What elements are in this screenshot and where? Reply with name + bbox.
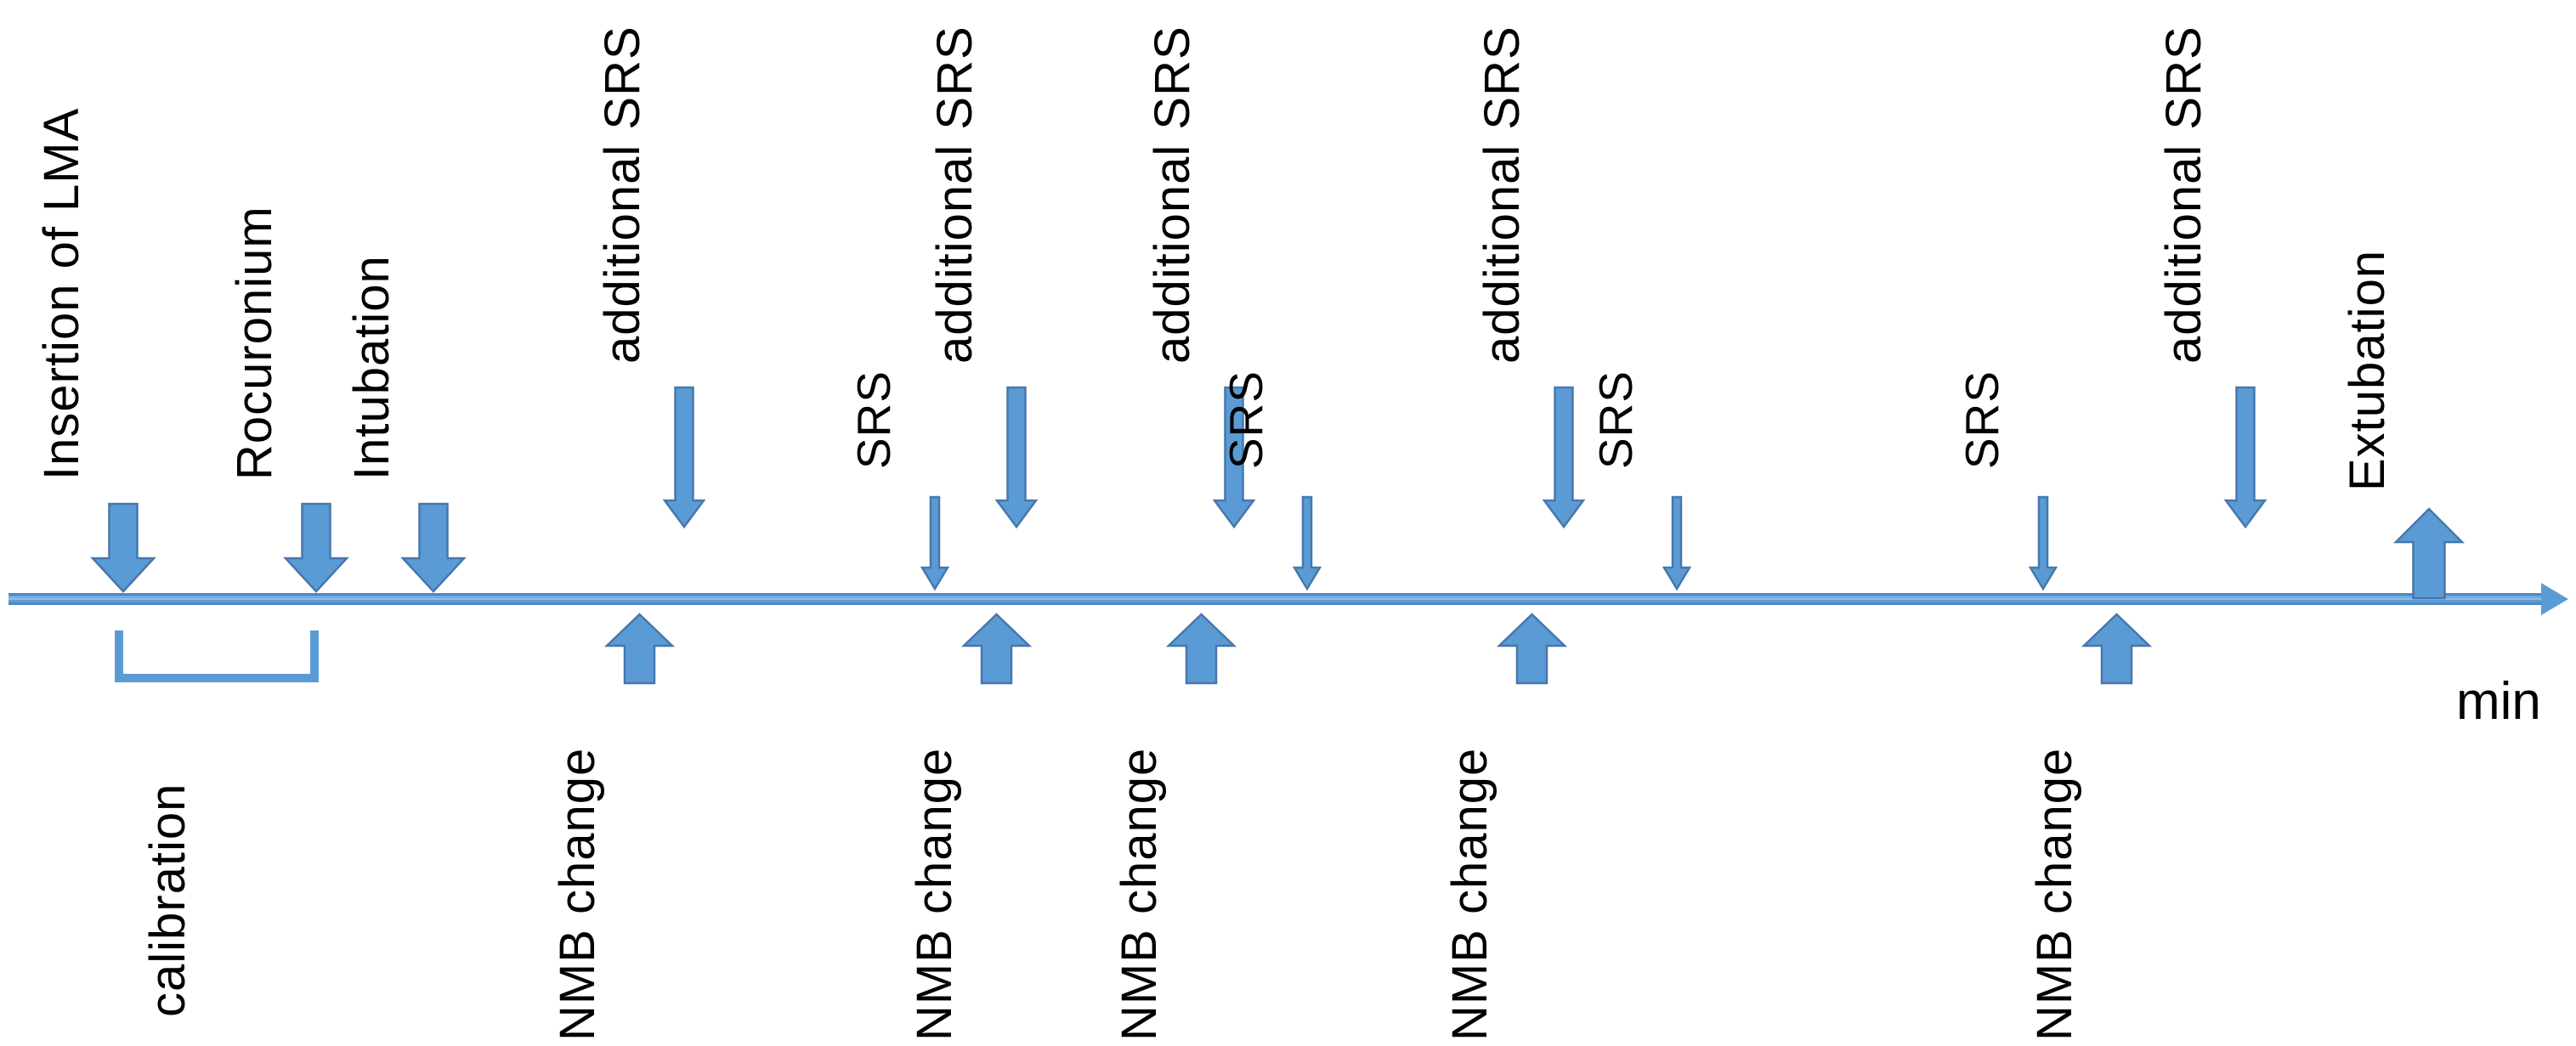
nmb-change-label: NMB change	[907, 747, 962, 1041]
procedure-major-down-arrow-icon	[90, 502, 156, 593]
procedure-major-down-arrow-icon	[400, 502, 467, 593]
additional-srs-down-arrow-icon	[2223, 386, 2267, 529]
additional-srs-down-arrow-icon	[1542, 386, 1586, 529]
procedure-major-down-arrow-icon	[283, 502, 349, 593]
extubation-up-arrow-icon	[2393, 507, 2465, 600]
event-label: additional SRS	[1145, 25, 1200, 364]
additional-srs-down-arrow-icon	[662, 386, 706, 529]
axis-unit-label: min	[2456, 672, 2541, 731]
srs-down-arrow-icon	[2028, 495, 2058, 591]
event-label: SRS	[1589, 370, 1642, 469]
event-label: additional SRS	[595, 25, 650, 364]
event-label: SRS	[1956, 370, 2008, 469]
event-label: Rocuronium	[227, 206, 282, 480]
nmb-change-label: NMB change	[1112, 747, 1167, 1041]
timeline-axis	[8, 593, 2543, 605]
srs-down-arrow-icon	[1662, 495, 1692, 591]
nmb-change-up-arrow-icon	[2081, 613, 2152, 685]
nmb-change-up-arrow-icon	[1165, 613, 1237, 685]
event-label: SRS	[847, 370, 900, 469]
event-label: additional SRS	[1475, 25, 1530, 364]
timeline-arrowhead-icon	[2541, 583, 2568, 615]
event-label: SRS	[1220, 370, 1272, 469]
event-label: additional SRS	[927, 25, 982, 364]
calibration-bracket	[115, 630, 319, 682]
additional-srs-down-arrow-icon	[1212, 386, 1256, 529]
nmb-change-up-arrow-icon	[960, 613, 1032, 685]
additional-srs-down-arrow-icon	[994, 386, 1039, 529]
srs-down-arrow-icon	[1292, 495, 1322, 591]
event-label: Insertion of LMA	[34, 107, 89, 480]
nmb-change-label: NMB change	[550, 747, 605, 1041]
srs-down-arrow-icon	[920, 495, 950, 591]
nmb-change-label: NMB change	[1442, 747, 1497, 1041]
nmb-change-up-arrow-icon	[1496, 613, 1567, 685]
event-label: Extubation	[2340, 249, 2395, 491]
event-label: additional SRS	[2156, 25, 2211, 364]
event-label: Intubation	[344, 255, 399, 480]
calibration-label: calibration	[140, 783, 195, 1017]
nmb-change-up-arrow-icon	[603, 613, 675, 685]
nmb-change-label: NMB change	[2027, 747, 2082, 1041]
